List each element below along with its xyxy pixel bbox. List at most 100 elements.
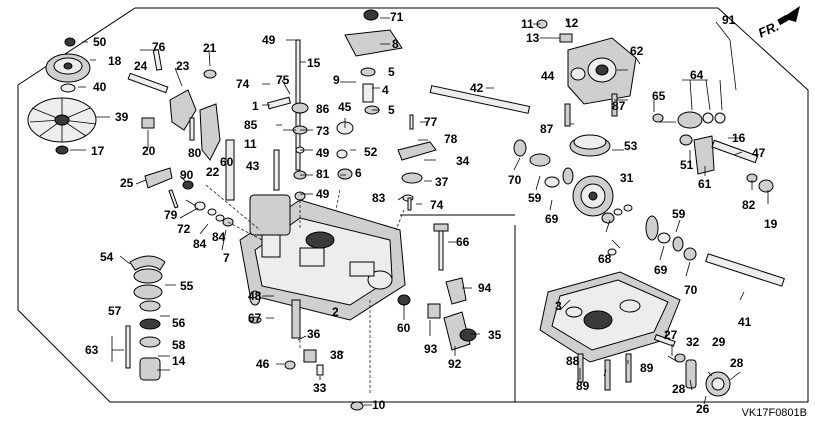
callout-1: 1 xyxy=(252,99,259,113)
callout-72: 72 xyxy=(177,222,191,236)
lever-34-drawing xyxy=(397,141,437,161)
callout-79: 79 xyxy=(164,208,178,222)
callout-22: 22 xyxy=(206,165,220,179)
callout-49: 49 xyxy=(262,33,276,47)
callout-56: 56 xyxy=(172,316,186,330)
cooling-fan-drawing xyxy=(27,97,97,143)
nut-50-drawing xyxy=(64,37,76,47)
bolt-66-drawing xyxy=(438,229,444,271)
outer-frame xyxy=(17,7,809,403)
callout-53: 53 xyxy=(624,139,638,153)
callout-4: 4 xyxy=(382,83,389,97)
callout-74: 74 xyxy=(236,77,250,91)
callout-73: 73 xyxy=(316,124,330,138)
callout-29: 29 xyxy=(712,335,726,349)
callout-55: 55 xyxy=(180,279,194,293)
callout-12: 12 xyxy=(565,16,579,30)
callout-83: 83 xyxy=(372,191,386,205)
callout-48: 48 xyxy=(248,289,262,303)
diagram-code: VK17F0801B xyxy=(741,407,807,419)
nut-17-drawing xyxy=(55,145,69,155)
callout-85: 85 xyxy=(244,118,258,132)
callout-2: 2 xyxy=(332,305,339,319)
callout-43: 43 xyxy=(246,159,260,173)
callout-76: 76 xyxy=(152,40,166,54)
callout-58: 58 xyxy=(172,338,186,352)
callout-34: 34 xyxy=(456,154,470,168)
callout-87b: 87 xyxy=(540,122,554,136)
callout-36: 36 xyxy=(307,327,321,341)
callout-71: 71 xyxy=(390,10,404,24)
callout-33: 33 xyxy=(313,381,327,395)
callout-6: 6 xyxy=(355,166,362,180)
callout-69: 69 xyxy=(545,212,559,226)
callout-21: 21 xyxy=(203,41,217,55)
callout-78: 78 xyxy=(444,132,458,146)
lower-case-3-drawing xyxy=(539,271,681,363)
callout-69b: 69 xyxy=(654,263,668,277)
callout-60b: 60 xyxy=(397,321,411,335)
callout-68: 68 xyxy=(598,252,612,266)
shaft-41-drawing xyxy=(705,253,785,287)
callout-14: 14 xyxy=(172,354,186,368)
callout-93: 93 xyxy=(424,342,438,356)
callout-66: 66 xyxy=(456,235,470,249)
callout-24: 24 xyxy=(134,59,148,73)
callout-74b: 74 xyxy=(430,198,444,212)
callout-51: 51 xyxy=(680,158,694,172)
callout-49c: 49 xyxy=(316,187,330,201)
callout-84: 84 xyxy=(193,237,207,251)
callout-70: 70 xyxy=(508,173,522,187)
callout-94: 94 xyxy=(478,281,492,295)
callout-92: 92 xyxy=(448,357,462,371)
callout-59b: 59 xyxy=(672,207,686,221)
callout-77: 77 xyxy=(424,115,438,129)
callout-57: 57 xyxy=(108,304,122,318)
callout-84b: 84 xyxy=(212,230,226,244)
callout-9: 9 xyxy=(333,73,340,87)
callout-26: 26 xyxy=(696,402,710,416)
callout-75: 75 xyxy=(276,73,290,87)
callout-8: 8 xyxy=(392,37,399,51)
callout-61: 61 xyxy=(698,177,712,191)
callout-54: 54 xyxy=(100,250,114,264)
callout-15: 15 xyxy=(307,56,321,70)
shaft-42-drawing xyxy=(429,85,531,114)
callout-25: 25 xyxy=(120,176,134,190)
arm-22-drawing xyxy=(199,103,221,161)
callout-62: 62 xyxy=(630,44,644,58)
callout-10: 10 xyxy=(372,398,386,412)
callout-19: 19 xyxy=(764,217,778,231)
callout-3: 3 xyxy=(555,299,562,313)
shaft-24-drawing xyxy=(127,72,169,94)
callout-65: 65 xyxy=(652,89,666,103)
callout-18: 18 xyxy=(108,54,122,68)
callout-44: 44 xyxy=(541,69,555,83)
callout-80: 80 xyxy=(188,146,202,160)
callout-11: 11 xyxy=(521,17,534,31)
callout-35: 35 xyxy=(488,328,502,342)
callout-90: 90 xyxy=(180,168,194,182)
cover-8-drawing xyxy=(344,29,403,57)
gear-69-drawing xyxy=(645,215,659,241)
callout-91: 91 xyxy=(722,13,736,27)
callout-42: 42 xyxy=(470,81,484,95)
callout-70b: 70 xyxy=(684,283,698,297)
callout-59: 59 xyxy=(528,191,542,205)
callout-28: 28 xyxy=(730,356,744,370)
callout-23: 23 xyxy=(176,59,190,73)
callout-86: 86 xyxy=(316,102,330,116)
callout-82: 82 xyxy=(742,198,756,212)
shaft-25-drawing xyxy=(144,167,173,189)
callout-5: 5 xyxy=(388,65,395,79)
callout-32: 32 xyxy=(686,335,700,349)
callout-13: 13 xyxy=(526,31,540,45)
callout-47: 47 xyxy=(752,146,766,160)
callout-11b-85: 11 xyxy=(244,137,257,151)
main-housing-drawing xyxy=(239,194,406,321)
callout-67: 67 xyxy=(248,311,262,325)
valve-body-44-drawing xyxy=(567,37,637,105)
callout-20: 20 xyxy=(142,144,156,158)
